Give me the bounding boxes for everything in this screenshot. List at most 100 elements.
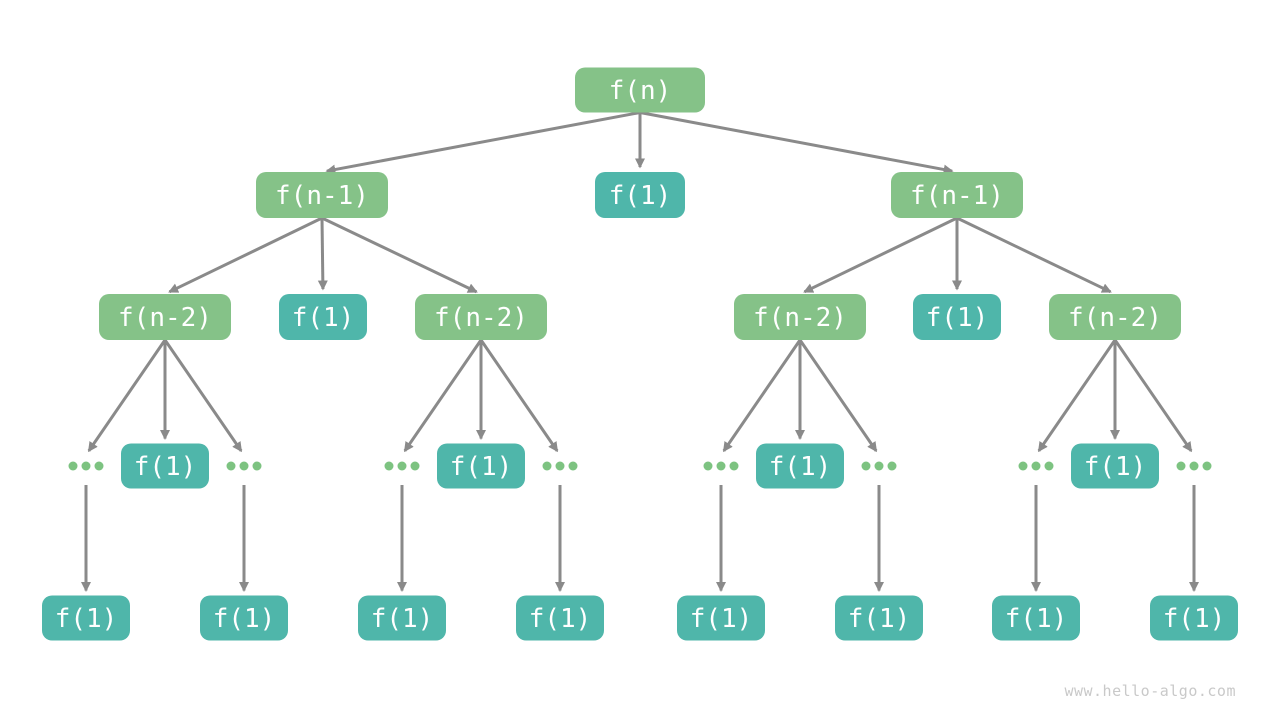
node-box	[42, 595, 130, 641]
ellipsis-dot	[887, 461, 897, 471]
edge-n2d-d8	[1113, 339, 1193, 453]
edge-n2b-d3	[403, 339, 483, 453]
node-box	[415, 294, 547, 340]
edge-n2d-d7	[1037, 339, 1117, 453]
node-label: f(1)	[292, 303, 355, 333]
node-box	[734, 294, 866, 340]
edge-root-n1R	[639, 111, 954, 175]
node-root: f(n)	[575, 67, 705, 113]
ellipsis-dot	[874, 461, 884, 471]
ellipsis-dot	[542, 461, 552, 471]
node-box	[756, 443, 844, 489]
node-label: f(1)	[848, 604, 911, 634]
node-label: f(1)	[450, 452, 513, 482]
node-label: f(n)	[609, 76, 672, 106]
node-label: f(1)	[1005, 604, 1068, 634]
node-b4: f(1)	[516, 595, 604, 641]
node-label: f(1)	[690, 604, 753, 634]
node-f4c: f(1)	[756, 443, 844, 489]
node-label: f(1)	[1163, 604, 1226, 634]
node-d7	[1018, 461, 1054, 471]
ellipsis-dot	[1044, 461, 1054, 471]
edge-n1L-n2a	[168, 216, 323, 294]
ellipsis-dot	[716, 461, 726, 471]
node-n2a: f(n-2)	[99, 294, 231, 340]
node-box	[992, 595, 1080, 641]
ellipsis-dot	[729, 461, 739, 471]
node-f1Ra: f(1)	[913, 294, 1001, 340]
edge-root-n1L	[325, 111, 641, 175]
ellipsis-dot	[81, 461, 91, 471]
edge-n2b-d4	[479, 339, 559, 453]
edge-n2a-d2	[163, 339, 243, 453]
node-d6	[861, 461, 897, 471]
node-d2	[226, 461, 262, 471]
ellipsis-dot	[1202, 461, 1212, 471]
node-d8	[1176, 461, 1212, 471]
ellipsis-dot	[397, 461, 407, 471]
node-label: f(1)	[55, 604, 118, 634]
node-label: f(1)	[371, 604, 434, 634]
ellipsis-dot	[861, 461, 871, 471]
node-n1R: f(n-1)	[891, 172, 1023, 218]
ellipsis-dot	[226, 461, 236, 471]
node-f1top: f(1)	[595, 172, 685, 218]
node-d4	[542, 461, 578, 471]
edge-n2a-d1	[87, 339, 167, 453]
node-box	[913, 294, 1001, 340]
node-d1	[68, 461, 104, 471]
node-box	[1071, 443, 1159, 489]
ellipsis-dot	[239, 461, 249, 471]
node-n2c: f(n-2)	[734, 294, 866, 340]
node-box	[200, 595, 288, 641]
node-box	[516, 595, 604, 641]
node-n2b: f(n-2)	[415, 294, 547, 340]
node-f4b: f(1)	[437, 443, 525, 489]
node-n1L: f(n-1)	[256, 172, 388, 218]
node-b2: f(1)	[200, 595, 288, 641]
node-b6: f(1)	[835, 595, 923, 641]
node-box	[279, 294, 367, 340]
node-f4a: f(1)	[121, 443, 209, 489]
node-label: f(1)	[213, 604, 276, 634]
ellipsis-dot	[68, 461, 78, 471]
node-box	[1049, 294, 1181, 340]
node-box	[677, 595, 765, 641]
node-label: f(1)	[134, 452, 197, 482]
ellipsis-dot	[252, 461, 262, 471]
edges-layer	[81, 111, 1199, 592]
node-label: f(1)	[1084, 452, 1147, 482]
nodes-layer: f(n) f(n-1) f(1) f(n-1) f(n-2) f(1) f(n-2) f(n-…	[42, 67, 1238, 641]
node-b8: f(1)	[1150, 595, 1238, 641]
node-b3: f(1)	[358, 595, 446, 641]
node-box	[99, 294, 231, 340]
ellipsis-dot	[703, 461, 713, 471]
node-label: f(n-1)	[275, 181, 369, 211]
ellipsis-dot	[1176, 461, 1186, 471]
node-d5	[703, 461, 739, 471]
node-box	[358, 595, 446, 641]
node-label: f(n-2)	[1068, 303, 1162, 333]
ellipsis-dot	[410, 461, 420, 471]
watermark: www.hello-algo.com	[1064, 682, 1236, 700]
node-d3	[384, 461, 420, 471]
node-box	[835, 595, 923, 641]
node-box	[256, 172, 388, 218]
ellipsis-dot	[1031, 461, 1041, 471]
edge-n2c-d5	[722, 339, 802, 453]
node-box	[595, 172, 685, 218]
edge-n1L-f1La	[317, 217, 328, 291]
node-label: f(n-1)	[910, 181, 1004, 211]
ellipsis-dot	[1018, 461, 1028, 471]
ellipsis-dot	[384, 461, 394, 471]
node-f4d: f(1)	[1071, 443, 1159, 489]
node-f1La: f(1)	[279, 294, 367, 340]
ellipsis-dot	[1189, 461, 1199, 471]
ellipsis-dot	[555, 461, 565, 471]
ellipsis-dot	[568, 461, 578, 471]
node-box	[575, 67, 705, 113]
edge-n1L-n2b	[321, 216, 478, 294]
node-box	[121, 443, 209, 489]
